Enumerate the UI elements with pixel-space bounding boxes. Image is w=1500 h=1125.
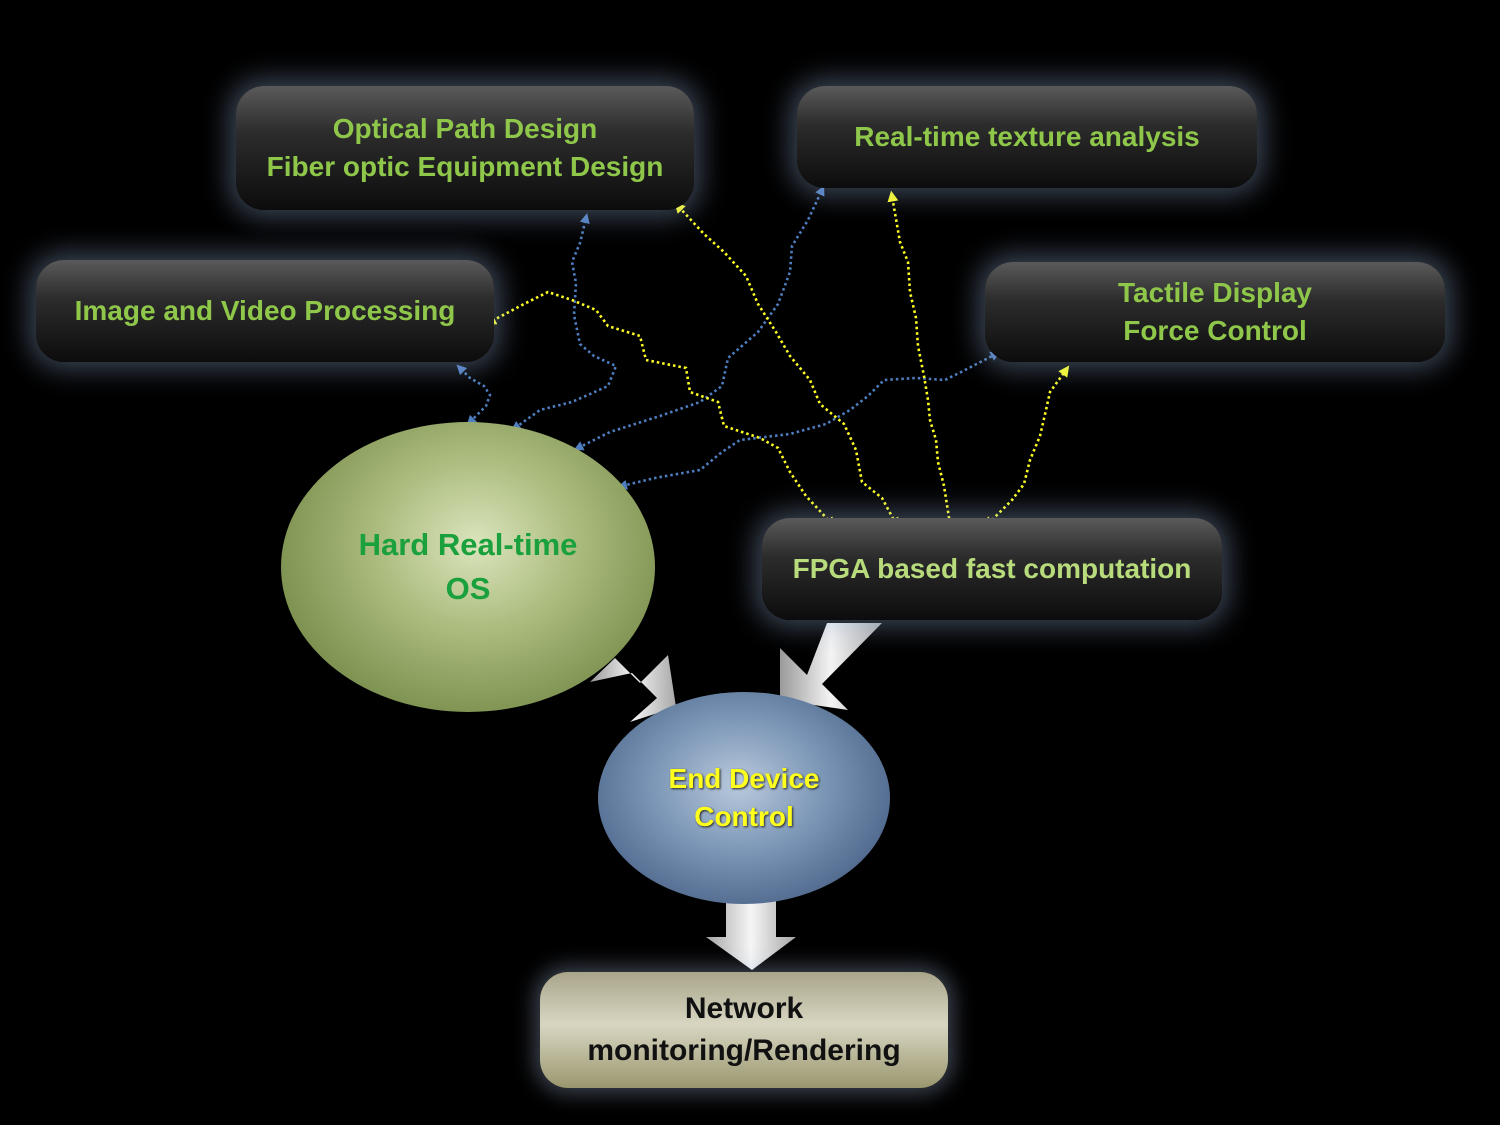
texture-analysis-box: Real-time texture analysis xyxy=(797,86,1257,188)
optical-path-design-label: Optical Path Design xyxy=(332,113,598,144)
flow-arrow-rtos-to-end-device xyxy=(590,655,676,722)
rtos-tactile-link xyxy=(617,351,1001,490)
network-monitoring-box: Network monitoring/Rendering xyxy=(540,972,948,1088)
fpga-optical-link xyxy=(674,201,899,529)
tactile-display-box: Tactile Display Force Control xyxy=(985,262,1445,362)
rtos-texture-link xyxy=(573,185,825,451)
tactile-display-label: Tactile Display xyxy=(1117,277,1312,308)
flow-arrow-end-device-to-network xyxy=(706,900,796,970)
fpga-texture-link xyxy=(887,190,955,530)
fiber-optic-equipment-design-label: Fiber optic Equipment Design xyxy=(266,151,664,182)
hard-real-time-os-node: Hard Real-time OS xyxy=(281,422,655,712)
rtos-image-link xyxy=(456,364,492,426)
end-device-label: End Device xyxy=(668,763,820,794)
control-label: Control xyxy=(694,801,794,832)
optical-path-design-box: Optical Path Design Fiber optic Equipmen… xyxy=(236,86,694,210)
fpga-computation-label: FPGA based fast computation xyxy=(792,553,1192,584)
rtos-optical-link xyxy=(510,213,618,431)
network-label: Network xyxy=(684,992,804,1025)
force-control-label: Force Control xyxy=(1123,315,1307,346)
fpga-tactile-link xyxy=(984,365,1070,528)
hard-real-time-label: Hard Real-time xyxy=(358,527,578,562)
image-video-processing-box: Image and Video Processing xyxy=(36,260,494,362)
end-device-control-node: End Device Control xyxy=(598,692,890,904)
os-label: OS xyxy=(445,571,491,606)
flow-arrow-fpga-to-end-device xyxy=(780,623,882,710)
fpga-computation-box: FPGA based fast computation xyxy=(762,518,1222,620)
image-video-processing-label: Image and Video Processing xyxy=(74,295,456,326)
texture-analysis-label: Real-time texture analysis xyxy=(854,121,1200,152)
monitoring-rendering-label: monitoring/Rendering xyxy=(587,1034,901,1067)
